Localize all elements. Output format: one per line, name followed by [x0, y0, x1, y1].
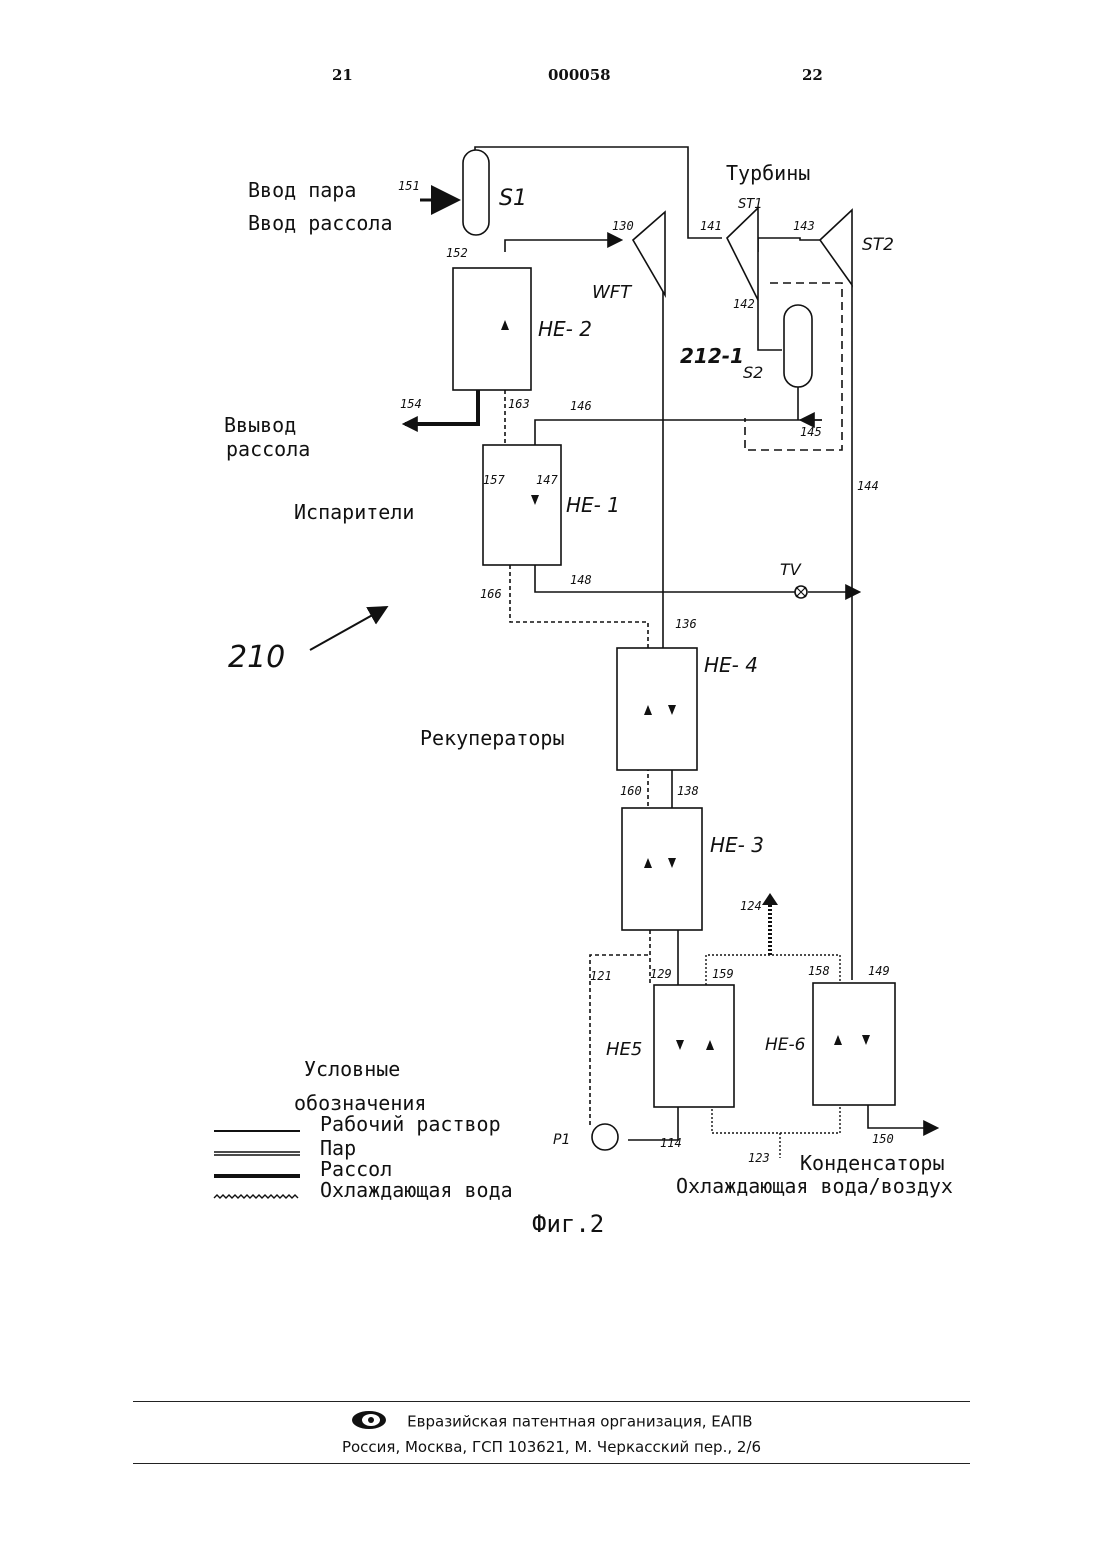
label-st1: ST1: [738, 197, 762, 212]
line-143: [758, 238, 820, 252]
stream-152: 152: [446, 246, 468, 260]
footer-rule-top: [133, 1401, 970, 1402]
condenser-he6: [813, 983, 895, 1105]
eapo-logo-icon: [350, 1409, 388, 1435]
line-142: [758, 300, 782, 350]
label-evaporators: Испарители: [294, 500, 414, 524]
figure-caption: Фиг.2: [532, 1210, 604, 1238]
stream-123: 123: [748, 1151, 770, 1165]
label-he1: HE- 1: [566, 493, 620, 517]
label-condenser-cooling: Охлаждающая вода/воздух: [676, 1174, 953, 1198]
label-he2: HE- 2: [538, 317, 592, 341]
stream-158: 158: [808, 964, 830, 978]
label-he6: HE-6: [765, 1035, 806, 1055]
stream-148: 148: [570, 573, 592, 587]
label-condensers: Конденсаторы: [800, 1151, 945, 1175]
footer-org-line: Евразийская патентная организация, ЕАПВ: [133, 1409, 970, 1435]
line-146: [535, 420, 822, 445]
label-he4: HE- 4: [704, 653, 758, 677]
turbine-wft: [633, 212, 665, 295]
condenser-he5: [654, 985, 734, 1107]
stream-160: 160: [620, 784, 642, 798]
label-s2-ref: 212-1: [680, 344, 744, 368]
label-brine-out-1: Ввывод: [224, 413, 296, 437]
stream-149: 149: [868, 964, 890, 978]
turbine-st2: [820, 210, 852, 285]
turbine-st1: [727, 208, 758, 300]
stream-136: 136: [675, 617, 697, 631]
stream-163: 163: [508, 397, 530, 411]
stream-159: 159: [712, 967, 734, 981]
label-brine-out-2: рассола: [226, 437, 310, 461]
heat-exchanger-he3: [622, 808, 702, 930]
stream-144: 144: [857, 479, 879, 493]
stream-143: 143: [793, 219, 815, 233]
stream-147: 147: [536, 473, 558, 487]
stream-124: 124: [740, 899, 762, 913]
legend-swatch-cooling: [214, 1195, 298, 1198]
label-tv: TV: [780, 560, 802, 579]
separator-s2: [784, 305, 812, 387]
label-he5: HE5: [606, 1039, 642, 1060]
pump-p1: [592, 1124, 618, 1150]
legend-label-cooling: Охлаждающая вода: [320, 1178, 513, 1202]
legend-label-working: Рабочий раствор: [320, 1112, 501, 1136]
label-s2: S2: [743, 363, 763, 382]
label-fig-ref: 210: [228, 640, 285, 675]
cooling-return: [712, 1105, 840, 1133]
stream-157: 157: [483, 473, 505, 487]
line-150: [868, 1105, 936, 1128]
label-he3: HE- 3: [710, 833, 764, 857]
heat-exchanger-he2: [453, 268, 531, 390]
label-recuperators: Рекуператоры: [420, 726, 565, 750]
stream-150: 150: [872, 1132, 894, 1146]
stream-166: 166: [480, 587, 502, 601]
label-brine-in: Ввод рассола: [248, 211, 393, 235]
stream-146: 146: [570, 399, 592, 413]
separator-s1: [463, 150, 489, 235]
stream-129: 129: [650, 967, 672, 981]
label-wft: WFT: [592, 282, 633, 303]
label-p1: P1: [553, 1132, 570, 1148]
stream-141: 141: [700, 219, 722, 233]
stream-138: 138: [677, 784, 699, 798]
heat-exchanger-he4: [617, 648, 697, 770]
stream-121: 121: [590, 969, 612, 983]
stream-114: 114: [660, 1136, 682, 1150]
legend-title-1: Условные: [304, 1057, 400, 1081]
stream-130: 130: [612, 219, 634, 233]
stream-142: 142: [733, 297, 755, 311]
label-steam-in: Ввод пара: [248, 178, 356, 202]
line-130: [505, 240, 620, 252]
label-st2: ST2: [862, 235, 894, 255]
label-s1: S1: [499, 186, 527, 211]
stream-154: 154: [400, 397, 422, 411]
footer-address: Россия, Москва, ГСП 103621, М. Черкасски…: [133, 1438, 970, 1456]
heat-exchanger-he1: [483, 445, 561, 565]
label-turbines: Турбины: [726, 161, 810, 185]
footer-org: Евразийская патентная организация, ЕАПВ: [407, 1413, 752, 1431]
footer-rule-bottom: [133, 1463, 970, 1464]
stream-151: 151: [398, 179, 420, 193]
stream-145: 145: [800, 425, 822, 439]
